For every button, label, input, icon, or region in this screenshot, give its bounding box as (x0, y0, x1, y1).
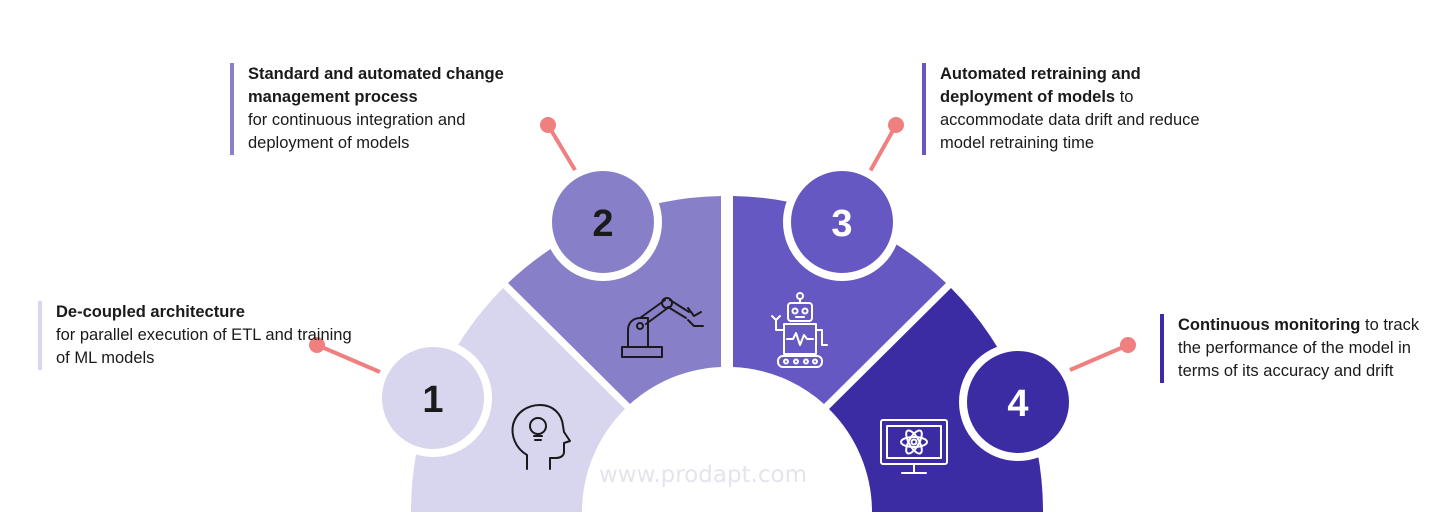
callout-1: De-coupled architecture for parallel exe… (38, 301, 356, 370)
number-circle-4 (959, 343, 1077, 461)
number-circle-1 (374, 339, 492, 457)
number-4: 4 (1007, 383, 1028, 425)
callout-1-text: for parallel execution of ETL and traini… (56, 326, 352, 367)
number-2: 2 (592, 203, 613, 245)
callout-3-title: Automated retraining and deployment of m… (940, 65, 1141, 106)
callout-4-text: to track the performance of the model in… (1178, 316, 1420, 380)
number-circle-2 (544, 163, 662, 281)
segment-4 (829, 288, 1044, 512)
connector-dot-3 (888, 117, 904, 133)
head-lightbulb-icon (511, 404, 571, 470)
connector-line-4 (1069, 343, 1129, 372)
connector-dot-1 (309, 337, 325, 353)
callout-3: Automated retraining and deployment of m… (922, 63, 1200, 155)
callout-4: Continuous monitoring to track the perfo… (1160, 314, 1438, 383)
callout-3-text: to accommodate data drift and reduce mod… (940, 88, 1200, 152)
callout-2-text: for continuous integration and deploymen… (248, 111, 466, 152)
connector-line-1 (316, 343, 381, 374)
connector-dot-2 (540, 117, 556, 133)
robot-icon (771, 292, 828, 368)
callout-2: Standard and automated change management… (230, 63, 538, 155)
connector-dot-4 (1120, 337, 1136, 353)
connector-line-3 (866, 124, 898, 176)
number-3: 3 (831, 203, 852, 245)
watermark: www.prodapt.com (599, 462, 807, 488)
number-1: 1 (422, 379, 443, 421)
arc-segments (410, 196, 1044, 512)
segment-1 (410, 288, 625, 512)
callout-1-title: De-coupled architecture (56, 303, 245, 321)
connectors (309, 117, 1136, 374)
robotic-arm-icon (621, 297, 704, 358)
callout-2-title: Standard and automated change management… (248, 65, 504, 106)
number-circle-3 (783, 163, 901, 281)
callout-4-title: Continuous monitoring (1178, 316, 1361, 334)
number-badges: 1 2 3 4 (374, 163, 1077, 461)
monitor-atom-icon (880, 419, 948, 474)
connector-line-2 (546, 123, 580, 177)
